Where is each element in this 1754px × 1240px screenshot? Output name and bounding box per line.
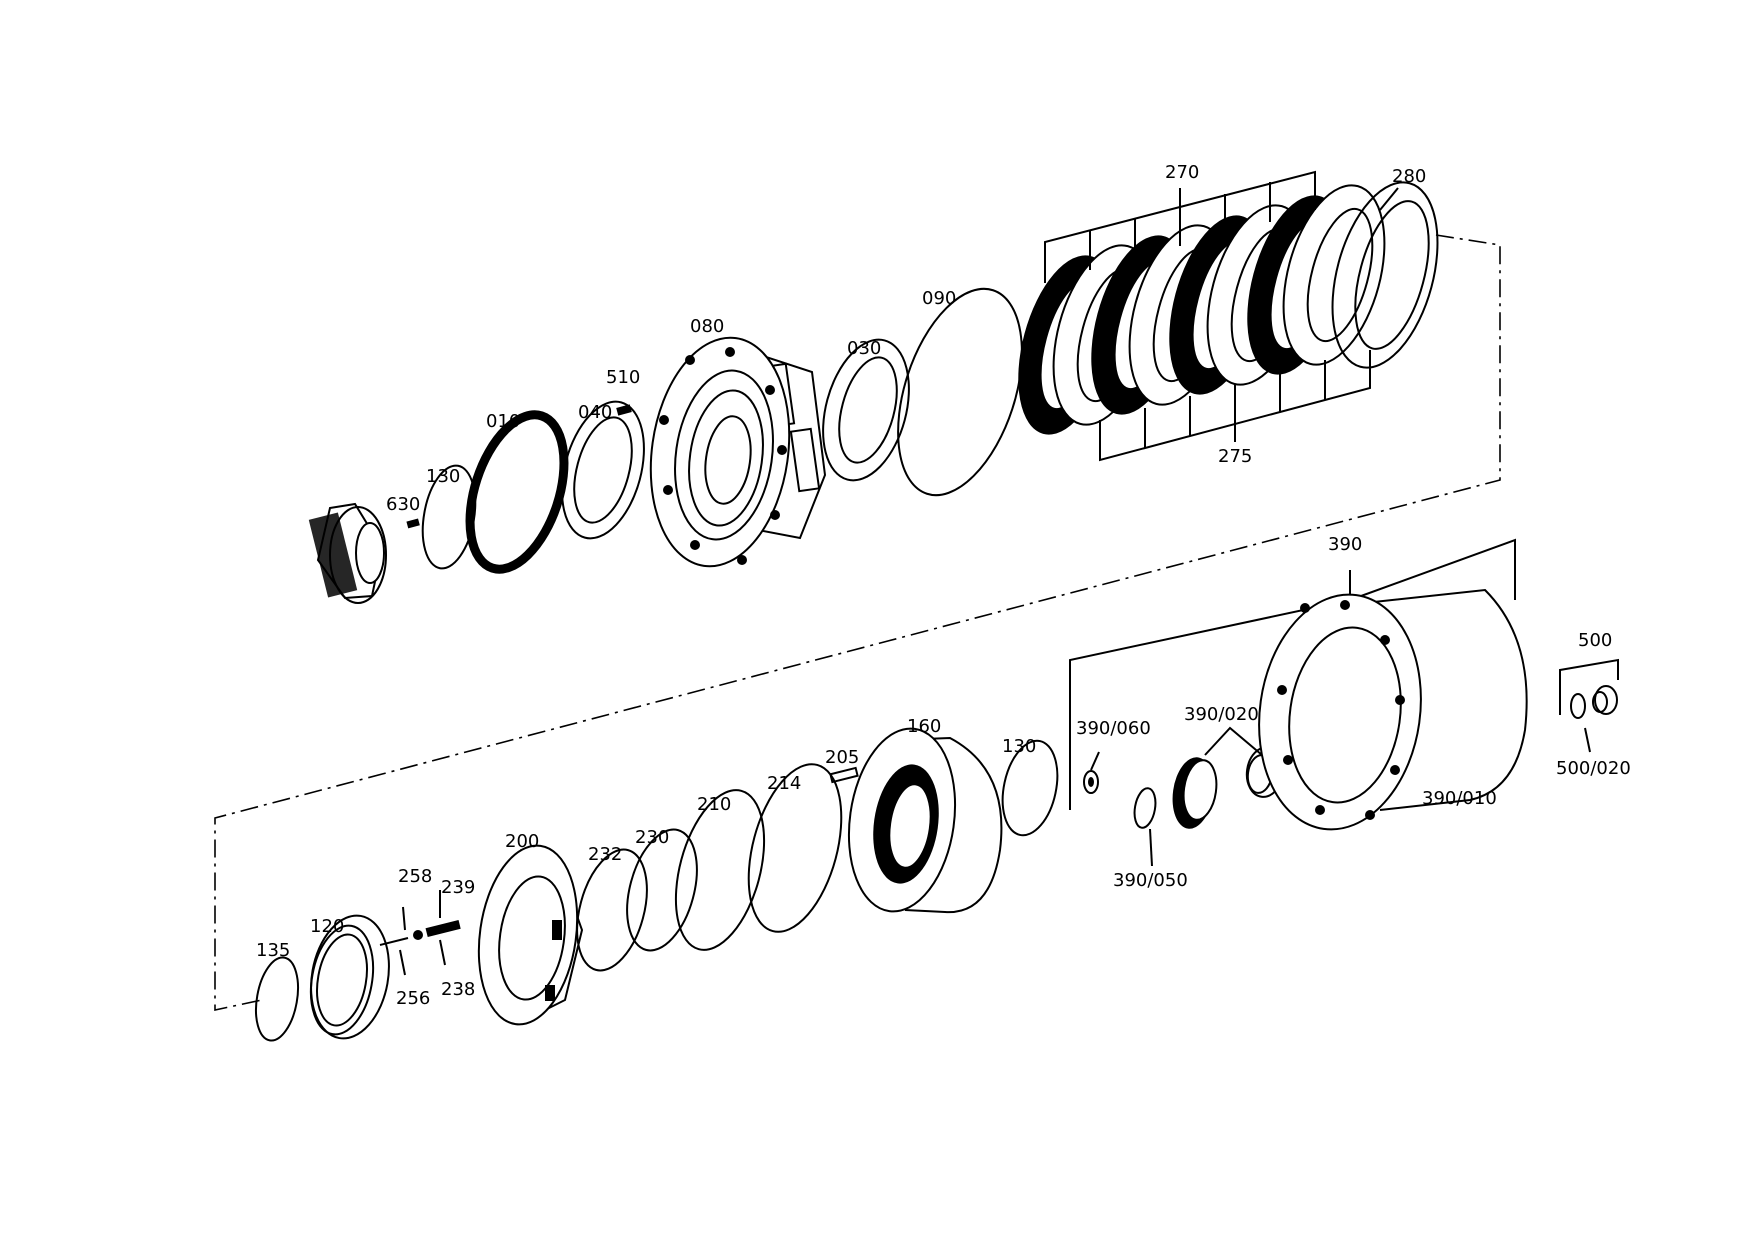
label-390: 390 [1328, 534, 1362, 555]
label-120: 120 [310, 916, 344, 937]
part-232-ring [576, 848, 648, 972]
label-214: 214 [767, 773, 801, 794]
label-256: 256 [396, 988, 430, 1009]
label-210: 210 [697, 794, 731, 815]
label-258: 258 [398, 866, 432, 887]
label-500-020: 500/020 [1556, 758, 1631, 779]
part-130-ring-lower [1001, 739, 1059, 837]
part-270-275-clutch-pack [1018, 184, 1386, 435]
part-030-bearing [822, 338, 910, 482]
label-239: 239 [441, 877, 475, 898]
label-390-060: 390/060 [1076, 718, 1151, 739]
label-080: 080 [690, 316, 724, 337]
label-390-020: 390/020 [1184, 704, 1259, 725]
part-210-ring [674, 789, 766, 951]
part-010-thick-ring [465, 410, 569, 574]
label-040: 040 [578, 402, 612, 423]
label-238: 238 [441, 979, 475, 1000]
label-030: 030 [847, 338, 881, 359]
connector-dash-line [214, 234, 1501, 1011]
part-120-gear-ring [309, 914, 390, 1040]
label-280: 280 [1392, 166, 1426, 187]
label-232: 232 [588, 844, 622, 865]
label-390-050: 390/050 [1113, 870, 1188, 891]
part-230-ring [626, 828, 698, 952]
label-090: 090 [922, 288, 956, 309]
bracket-270 [1044, 170, 1316, 283]
part-135-ring [254, 956, 300, 1042]
label-270: 270 [1165, 162, 1199, 183]
leader-lines [399, 187, 1399, 976]
part-090-large-ring [897, 287, 1023, 497]
label-200: 200 [505, 831, 539, 852]
label-500: 500 [1578, 630, 1612, 651]
label-130-lower: 130 [1002, 736, 1036, 757]
label-010: 010 [486, 411, 520, 432]
part-390-060-ring [1083, 770, 1099, 794]
part-630-gear-assembly [308, 502, 420, 604]
part-160-drum [847, 727, 1003, 914]
part-200-piston-housing [477, 844, 584, 1026]
part-205-pin [829, 766, 859, 784]
label-135: 135 [256, 940, 290, 961]
part-500-assembly [1559, 658, 1619, 753]
bracket-275 [1099, 350, 1371, 462]
label-510: 510 [606, 367, 640, 388]
label-160: 160 [907, 716, 941, 737]
part-280-end-ring [1331, 181, 1439, 369]
part-214-ring [747, 763, 843, 933]
part-080-housing [649, 336, 827, 568]
label-230: 230 [635, 827, 669, 848]
part-040-bearing [561, 400, 645, 540]
label-205: 205 [825, 747, 859, 768]
label-390-010: 390/010 [1422, 788, 1497, 809]
label-630: 630 [386, 494, 420, 515]
label-130-upper: 130 [426, 466, 460, 487]
part-256-258-238-239-pins [379, 920, 461, 946]
part-390-050-ring [1133, 787, 1157, 829]
part-390-010-housing [1258, 588, 1528, 831]
label-275: 275 [1218, 446, 1252, 467]
